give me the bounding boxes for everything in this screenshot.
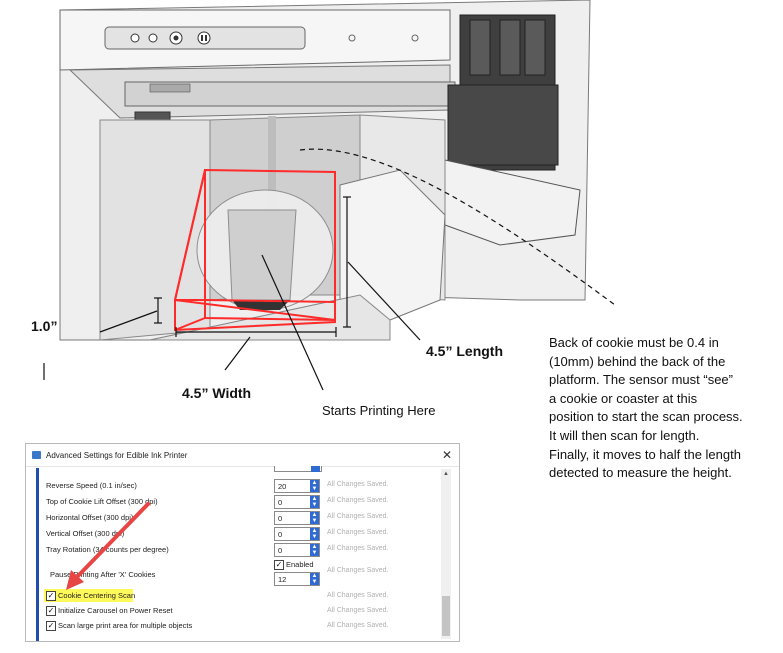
spinner-value: 12 — [278, 575, 287, 584]
scan-large-area-row: ✓ Scan large print area for multiple obj… — [46, 620, 446, 634]
note-line: position to start the scan process. — [549, 409, 743, 425]
scrollbar[interactable] — [441, 469, 451, 639]
spinner-arrows-icon[interactable]: ▲▼ — [310, 544, 319, 556]
pause-count-input[interactable]: 12 ▲▼ — [274, 572, 320, 586]
saved-status: All Changes Saved. — [327, 529, 389, 536]
cookie-centering-scan-row: ✓ Cookie Centering Scan All Changes Save… — [46, 590, 446, 604]
checkbox-label: Scan large print area for multiple objec… — [58, 621, 193, 630]
initialize-carousel-row: ✓ Initialize Carousel on Power Reset All… — [46, 605, 446, 619]
reverse-speed-input[interactable]: 20 ▲▼ — [274, 479, 320, 493]
scan-instructions-note: Back of cookie must be 0.4 in (10mm) beh… — [549, 334, 781, 483]
scroll-up-icon[interactable]: ▲ — [443, 471, 449, 477]
note-line: It will then scan for length. — [549, 427, 700, 443]
setting-label: Pause Printing After 'X' Cookies — [50, 570, 156, 579]
initialize-carousel-checkbox[interactable]: ✓ — [46, 606, 56, 616]
note-line: detected to measure the height. — [549, 465, 732, 481]
spinner-arrows-icon[interactable]: ▲▼ — [310, 512, 319, 524]
tray-rotation-input[interactable]: 0 ▲▼ — [274, 543, 320, 557]
lift-offset-input[interactable]: 0 ▲▼ — [274, 495, 320, 509]
setting-row-vertical-offset: Vertical Offset (300 dpi) 0 ▲▼ All Chang… — [46, 527, 446, 541]
setting-label: Reverse Speed (0.1 in/sec) — [46, 481, 137, 490]
setting-label: Horizontal Offset (300 dpi) — [46, 513, 134, 522]
horizontal-offset-input[interactable]: 0 ▲▼ — [274, 511, 320, 525]
saved-status: All Changes Saved. — [327, 607, 389, 614]
highlight-marker — [44, 589, 133, 602]
setting-row-horizontal-offset: Horizontal Offset (300 dpi) 0 ▲▼ All Cha… — [46, 511, 446, 525]
saved-status: All Changes Saved. — [327, 567, 389, 574]
setting-label: Tray Rotation (34 counts per degree) — [46, 545, 169, 554]
height-label: 1.0” — [31, 318, 58, 334]
scan-large-area-checkbox[interactable]: ✓ — [46, 621, 56, 631]
spinner-value: 0 — [278, 498, 283, 507]
note-line: a cookie or coaster at this — [549, 390, 698, 406]
setting-label: Vertical Offset (300 dpi) — [46, 529, 125, 538]
width-label: 4.5” Width — [182, 385, 252, 401]
setting-row-tray-rotation: Tray Rotation (34 counts per degree) 0 ▲… — [46, 543, 446, 557]
saved-status: All Changes Saved. — [327, 513, 389, 520]
dialog-title: Advanced Settings for Edible Ink Printer — [46, 451, 188, 460]
vertical-offset-input[interactable]: 0 ▲▼ — [274, 527, 320, 541]
accent-bar — [36, 468, 39, 641]
partial-spinner-arrows — [311, 466, 320, 472]
close-icon[interactable]: ✕ — [441, 448, 453, 462]
printer-body — [59, 0, 591, 341]
note-line: platform. The sensor must “see” — [549, 372, 733, 388]
spinner-arrows-icon[interactable]: ▲▼ — [310, 480, 319, 492]
saved-status: All Changes Saved. — [327, 497, 389, 504]
spinner-value: 0 — [278, 546, 283, 555]
setting-row-lift-offset: Top of Cookie Lift Offset (300 dpi) 0 ▲▼… — [46, 495, 446, 509]
note-line: (10mm) behind the back of the — [549, 353, 726, 369]
saved-status: All Changes Saved. — [327, 592, 389, 599]
scrollbar-thumb[interactable] — [442, 596, 450, 636]
start-printing-label: Starts Printing Here — [322, 403, 436, 418]
spinner-value: 0 — [278, 514, 283, 523]
saved-status: All Changes Saved. — [327, 622, 389, 629]
print-area-box — [174, 168, 336, 332]
enabled-label: Enabled — [286, 560, 314, 569]
note-line: Finally, it moves to half the length — [549, 446, 741, 462]
pause-enabled-checkbox[interactable]: ✓ — [274, 560, 284, 570]
setting-row-reverse-speed: Reverse Speed (0.1 in/sec) 20 ▲▼ All Cha… — [46, 479, 446, 493]
note-line: Back of cookie must be 0.4 in — [549, 335, 719, 350]
setting-row-pause-printing: Pause Printing After 'X' Cookies ✓ Enabl… — [46, 560, 446, 588]
spinner-arrows-icon[interactable]: ▲▼ — [310, 496, 319, 508]
advanced-settings-dialog: Advanced Settings for Edible Ink Printer… — [25, 443, 460, 642]
printer-illustration — [43, 0, 616, 391]
checkbox-label: Initialize Carousel on Power Reset — [58, 606, 173, 615]
length-label: 4.5” Length — [426, 343, 504, 359]
cookie-centering-scan-checkbox[interactable]: ✓ — [46, 591, 56, 601]
spinner-arrows-icon[interactable]: ▲▼ — [310, 573, 319, 585]
dialog-titlebar: Advanced Settings for Edible Ink Printer… — [26, 444, 459, 467]
cookie-disc — [196, 189, 334, 311]
checkbox-label: Cookie Centering Scan — [58, 591, 136, 600]
saved-status: All Changes Saved. — [327, 481, 389, 488]
spinner-value: 0 — [278, 530, 283, 539]
spinner-arrows-icon[interactable]: ▲▼ — [310, 528, 319, 540]
saved-status: All Changes Saved. — [327, 545, 389, 552]
spinner-value: 20 — [278, 482, 287, 491]
dimension-lines — [43, 148, 616, 391]
setting-label: Top of Cookie Lift Offset (300 dpi) — [46, 497, 158, 506]
partial-spinner — [274, 466, 322, 472]
app-icon — [32, 451, 41, 459]
